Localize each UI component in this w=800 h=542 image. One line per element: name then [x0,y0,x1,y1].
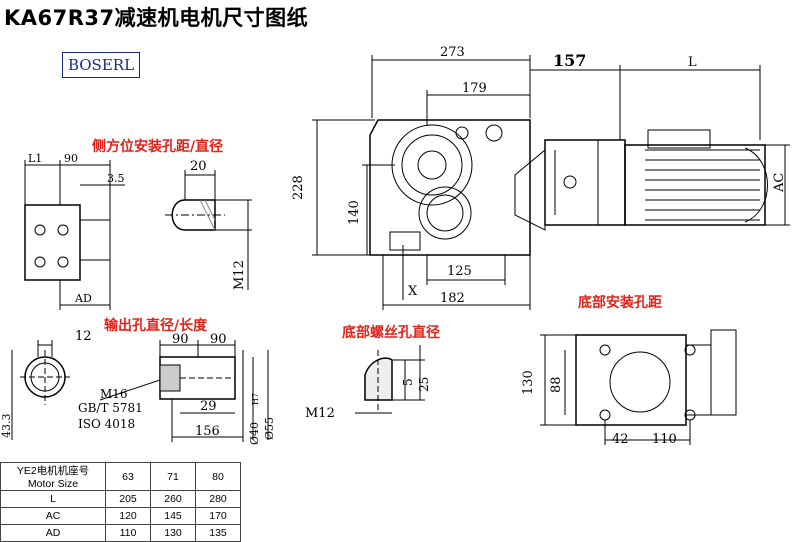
value-cell: 135 [195,524,241,542]
size-cell: 80 [195,462,241,491]
side-view [24,160,125,310]
dim-M16: M16 [100,387,128,401]
dim-H7: H7 [251,393,260,405]
dim-43.3: 43.3 [0,414,13,439]
dim-20: 20 [190,159,207,174]
page-title: KA67R37减速机电机尺寸图纸 [4,6,309,30]
table-header-bottom: Motor Size [27,478,79,490]
dim-156: 156 [195,424,220,439]
dim-40: Ø40 [248,422,261,445]
dim-140: 140 [347,200,362,225]
bottom-thread-hole-view [355,345,425,414]
dim-90b: 90 [172,332,189,347]
dim-125: 125 [447,264,472,279]
dim-182: 182 [440,291,465,306]
dim-157: 157 [553,51,586,70]
brand-logo: BOSERL [62,52,140,78]
dim-90c: 90 [210,332,227,347]
output-bore-section [99,340,269,442]
size-cell: 71 [150,462,196,491]
row-label: AC [0,507,106,525]
value-cell: 280 [195,490,241,508]
dim-29: 29 [200,399,217,414]
gearbox-main-view [369,119,768,256]
side-mount-label: 侧方位安装孔距/直径 [92,139,224,155]
dim-X: X [408,284,418,299]
value-cell: 260 [150,490,196,508]
value-cell: 130 [150,524,196,542]
table-header-cell: YE2电机机座号 Motor Size [0,462,106,491]
bottom-mount-label: 底部安装孔距 [578,295,662,311]
dim-AC: AC [772,173,787,193]
value-cell: 120 [105,507,151,525]
dim-130: 130 [521,370,536,395]
output-shaft-section [11,340,70,440]
motor-size-table: YE2电机机座号 Motor Size 63 71 80 L 205 260 2… [0,462,241,542]
dim-AD: AD [74,292,92,305]
table-row: L 205 260 280 [0,490,241,508]
value-cell: 110 [105,524,151,542]
row-label: AD [0,524,106,542]
table-row: AD 110 130 135 [0,524,241,542]
side-mount-hole-view [165,170,252,290]
dim-55: Ø55 [263,417,276,440]
dim-228: 228 [291,175,306,200]
dim-5: 5 [401,378,415,386]
row-label: L [0,490,106,508]
dim-ISO: ISO 4018 [78,417,135,431]
table-header-row: YE2电机机座号 Motor Size 63 71 80 [0,462,241,491]
bottom-mount-view [540,329,737,445]
table-row: AC 120 145 170 [0,507,241,525]
dim-25: 25 [417,377,431,392]
dim-273: 273 [440,45,465,60]
dim-179: 179 [462,81,487,96]
dim-42: 42 [612,432,629,447]
dim-12: 12 [75,329,92,344]
value-cell: 170 [195,507,241,525]
dim-90a: 90 [64,152,78,165]
bottom-thread-label: 底部螺丝孔直径 [342,325,440,341]
dim-110: 110 [652,432,677,447]
dim-GBT: GB/T 5781 [78,401,143,415]
dim-M12a: M12 [232,260,247,290]
dim-M12b: M12 [305,406,335,421]
output-hole-label: 输出孔直径/长度 [104,318,208,334]
size-cell: 63 [105,462,151,491]
dim-3.5: 3.5 [107,172,125,185]
table-header-top: YE2电机机座号 [16,465,90,477]
dim-88: 88 [549,376,564,393]
dim-L: L [688,55,697,70]
dim-L1: L1 [28,152,42,165]
value-cell: 205 [105,490,151,508]
value-cell: 145 [150,507,196,525]
